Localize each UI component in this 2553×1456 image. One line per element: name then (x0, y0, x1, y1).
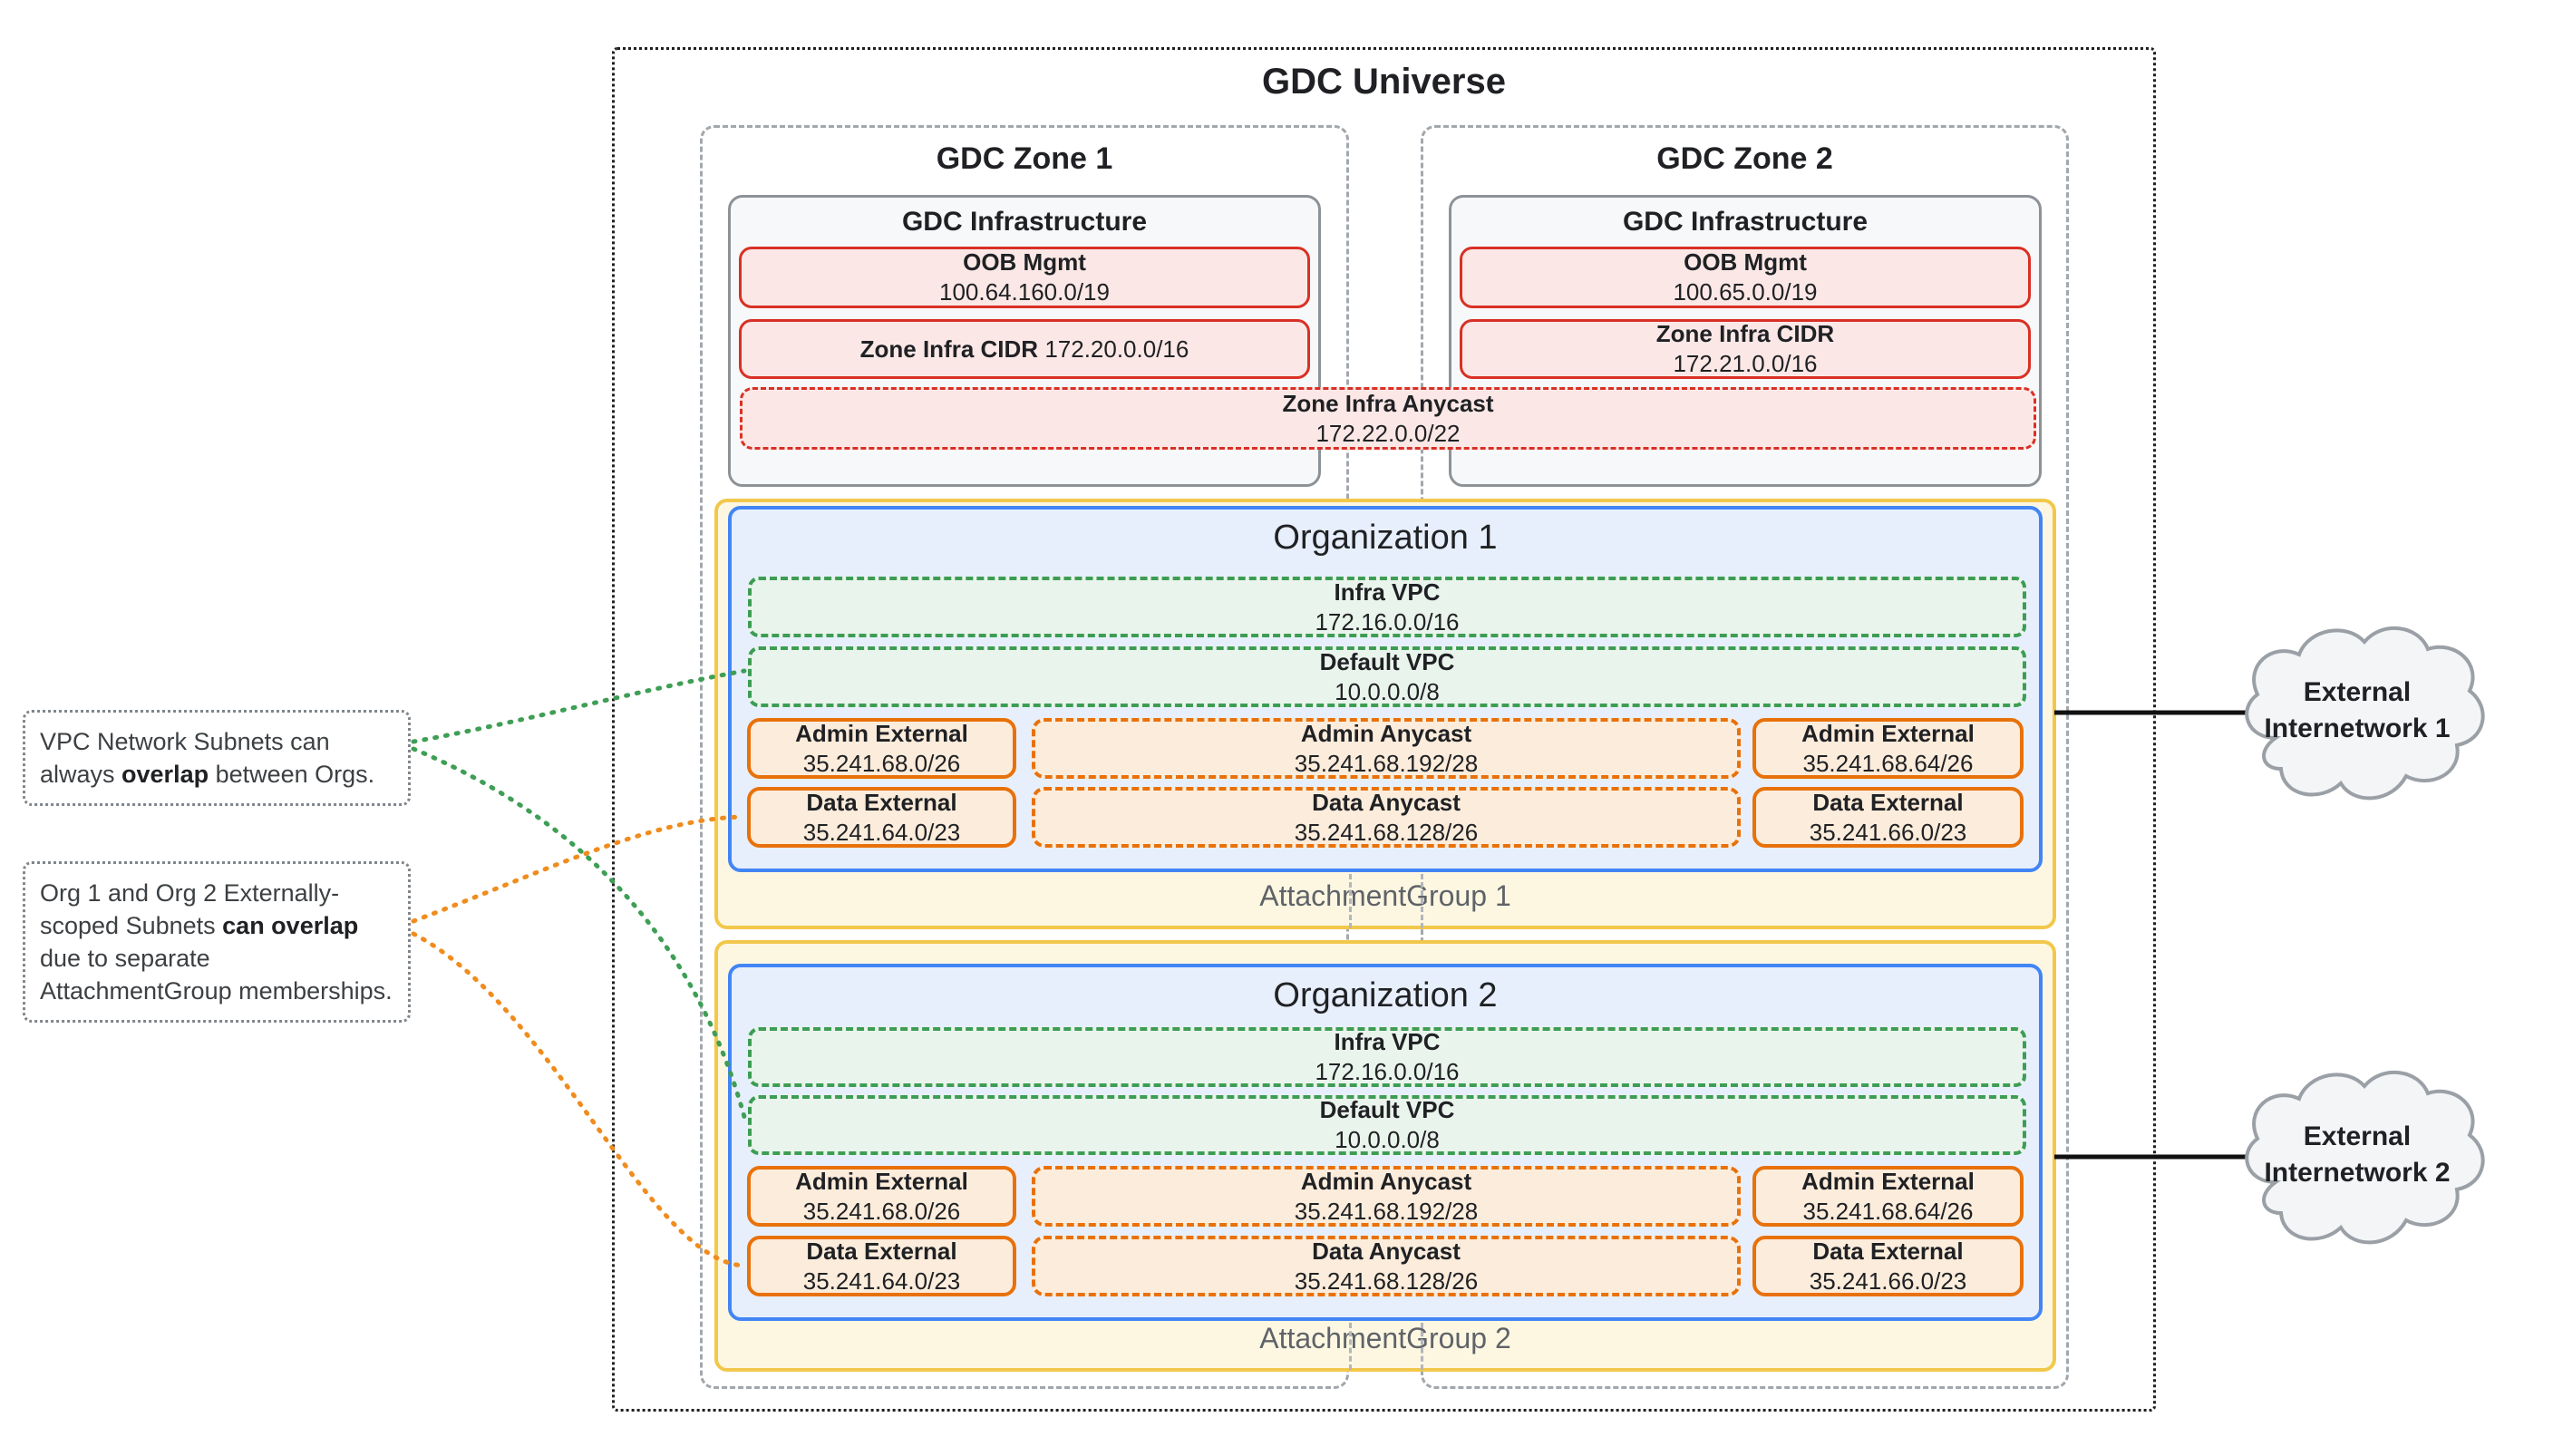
external-internetwork-2-cloud: External Internetwork 2 (2221, 1053, 2493, 1262)
zone1-oob-mgmt-box: OOB Mgmt 100.64.160.0/19 (739, 247, 1310, 308)
gdc-universe-title: GDC Universe (1262, 62, 1506, 102)
note-attachmentgroup-overlap: Org 1 and Org 2 Externally-scoped Subnet… (23, 861, 411, 1023)
org1-admin-anycast: Admin Anycast 35.241.68.192/28 (1032, 718, 1741, 779)
subnet-label: Admin External (1801, 1167, 1975, 1195)
subnet-cidr: 35.241.66.0/23 (1809, 1267, 1967, 1295)
gdc-zone-1-title: GDC Zone 1 (936, 141, 1113, 176)
org1-default-vpc-box: Default VPC 10.0.0.0/8 (748, 646, 2026, 707)
zone2-infra-cidr-value: 172.21.0.0/16 (1673, 350, 1818, 377)
external-internetwork-1-cloud: External Internetwork 1 (2221, 609, 2493, 818)
subnet-label: Data External (1812, 788, 1964, 816)
subnet-label: Data Anycast (1312, 788, 1461, 816)
cloud-label-line: External (2303, 1121, 2412, 1151)
cloud-label-line: Internetwork 1 (2264, 713, 2451, 743)
subnet-cidr: 35.241.68.0/26 (802, 749, 961, 777)
zone2-infrastructure-title: GDC Infrastructure (1622, 207, 1869, 237)
org1-data-external-right: Data External 35.241.66.0/23 (1752, 787, 2024, 848)
cloud-icon (2245, 1070, 2485, 1245)
zone-border-remnant (1349, 874, 1352, 928)
zone1-oob-cidr: 100.64.160.0/19 (939, 278, 1110, 306)
subnet-cidr: 35.241.64.0/23 (802, 1267, 961, 1295)
zone2-oob-label: OOB Mgmt (1684, 248, 1807, 276)
subnet-cidr: 35.241.68.128/26 (1294, 1267, 1479, 1295)
subnet-label: Data External (806, 788, 957, 816)
attachment-group-2-label: AttachmentGroup 2 (1259, 1322, 1511, 1354)
org2-admin-anycast: Admin Anycast 35.241.68.192/28 (1032, 1166, 1741, 1227)
attachment-group-1-label: AttachmentGroup 1 (1259, 879, 1511, 912)
org2-infra-vpc-cidr: 172.16.0.0/16 (1315, 1058, 1460, 1085)
subnet-cidr: 35.241.68.64/26 (1802, 1197, 1974, 1225)
org2-data-external-right: Data External 35.241.66.0/23 (1752, 1236, 2024, 1296)
cloud-label-line: Internetwork 2 (2264, 1158, 2451, 1188)
subnet-label: Admin External (795, 719, 968, 747)
subnet-cidr: 35.241.64.0/23 (802, 818, 961, 846)
org2-admin-external-right: Admin External 35.241.68.64/26 (1752, 1166, 2024, 1227)
zone-border-remnant (1421, 1323, 1423, 1370)
org1-admin-external-left: Admin External 35.241.68.0/26 (747, 718, 1016, 779)
zone-border-remnant (1349, 1323, 1352, 1370)
zone1-infra-cidr-label: Zone Infra CIDR (859, 335, 1039, 363)
subnet-cidr: 35.241.66.0/23 (1809, 818, 1967, 846)
org2-default-vpc-cidr: 10.0.0.0/8 (1335, 1126, 1440, 1153)
subnet-label: Data Anycast (1312, 1237, 1461, 1265)
note-text-bold: can overlap (222, 912, 359, 939)
org2-admin-external-left: Admin External 35.241.68.0/26 (747, 1166, 1016, 1227)
zone1-oob-label: OOB Mgmt (963, 248, 1086, 276)
org2-default-vpc-label: Default VPC (1319, 1096, 1455, 1123)
org1-infra-vpc-label: Infra VPC (1334, 578, 1441, 606)
cloud-label-line: External (2303, 677, 2412, 707)
gdc-zone-2-title: GDC Zone 2 (1656, 141, 1833, 176)
org2-data-anycast: Data Anycast 35.241.68.128/26 (1032, 1236, 1741, 1296)
org1-admin-external-right: Admin External 35.241.68.64/26 (1752, 718, 2024, 779)
subnet-cidr: 35.241.68.192/28 (1294, 749, 1479, 777)
subnet-label: Admin External (1801, 719, 1975, 747)
org2-infra-vpc-label: Infra VPC (1334, 1028, 1441, 1055)
note-text: due to separate AttachmentGroup membersh… (40, 945, 393, 1005)
note-text-bold: overlap (121, 761, 209, 788)
zone1-infra-cidr-value: 172.20.0.0/16 (1044, 335, 1189, 363)
subnet-label: Data External (1812, 1237, 1964, 1265)
zone1-infrastructure-title: GDC Infrastructure (901, 207, 1148, 237)
org1-default-vpc-label: Default VPC (1319, 647, 1455, 675)
zone2-oob-cidr: 100.65.0.0/19 (1673, 278, 1818, 306)
org2-default-vpc-box: Default VPC 10.0.0.0/8 (748, 1095, 2026, 1155)
subnet-cidr: 35.241.68.64/26 (1802, 749, 1974, 777)
org2-data-external-left: Data External 35.241.64.0/23 (747, 1236, 1016, 1296)
external-internetwork-1-label: External Internetwork 1 (2221, 675, 2493, 747)
zone-infra-anycast-box: Zone Infra Anycast 172.22.0.0/22 (740, 387, 2036, 450)
note-vpc-overlap: VPC Network Subnets can always overlap b… (23, 710, 411, 806)
organization-2-title: Organization 2 (1273, 976, 1498, 1014)
zone-border-remnant (1421, 874, 1423, 928)
zone-infra-anycast-label: Zone Infra Anycast (1282, 389, 1494, 417)
organization-1-title: Organization 1 (1273, 519, 1498, 557)
cloud-icon (2245, 626, 2485, 801)
org1-infra-vpc-cidr: 172.16.0.0/16 (1315, 607, 1460, 636)
subnet-label: Admin Anycast (1300, 1167, 1472, 1195)
org1-data-anycast: Data Anycast 35.241.68.128/26 (1032, 787, 1741, 848)
zone2-infra-cidr-box: Zone Infra CIDR 172.21.0.0/16 (1460, 319, 2031, 379)
note-text: VPC Network Subnets can always (40, 728, 330, 788)
zone1-infra-cidr-line: Zone Infra CIDR 172.20.0.0/16 (742, 335, 1307, 364)
external-internetwork-2-label: External Internetwork 2 (2221, 1119, 2493, 1191)
subnet-cidr: 35.241.68.192/28 (1294, 1197, 1479, 1225)
org2-infra-vpc-box: Infra VPC 172.16.0.0/16 (748, 1027, 2026, 1087)
zone2-infra-cidr-label: Zone Infra CIDR (1655, 320, 1835, 347)
subnet-label: Data External (806, 1237, 957, 1265)
subnet-cidr: 35.241.68.128/26 (1294, 818, 1479, 846)
zone-infra-anycast-cidr: 172.22.0.0/22 (1315, 419, 1461, 447)
org1-infra-vpc-box: Infra VPC 172.16.0.0/16 (748, 577, 2026, 637)
org1-data-external-left: Data External 35.241.64.0/23 (747, 787, 1016, 848)
note-text: between Orgs. (209, 761, 375, 788)
note-text: Org 1 and Org 2 Externally-scoped Subnet… (40, 879, 340, 939)
zone2-oob-mgmt-box: OOB Mgmt 100.65.0.0/19 (1460, 247, 2031, 308)
zone1-infra-cidr-box: Zone Infra CIDR 172.20.0.0/16 (739, 319, 1310, 379)
subnet-cidr: 35.241.68.0/26 (802, 1197, 961, 1225)
subnet-label: Admin Anycast (1300, 719, 1472, 747)
subnet-label: Admin External (795, 1167, 968, 1195)
org1-default-vpc-cidr: 10.0.0.0/8 (1335, 677, 1440, 705)
